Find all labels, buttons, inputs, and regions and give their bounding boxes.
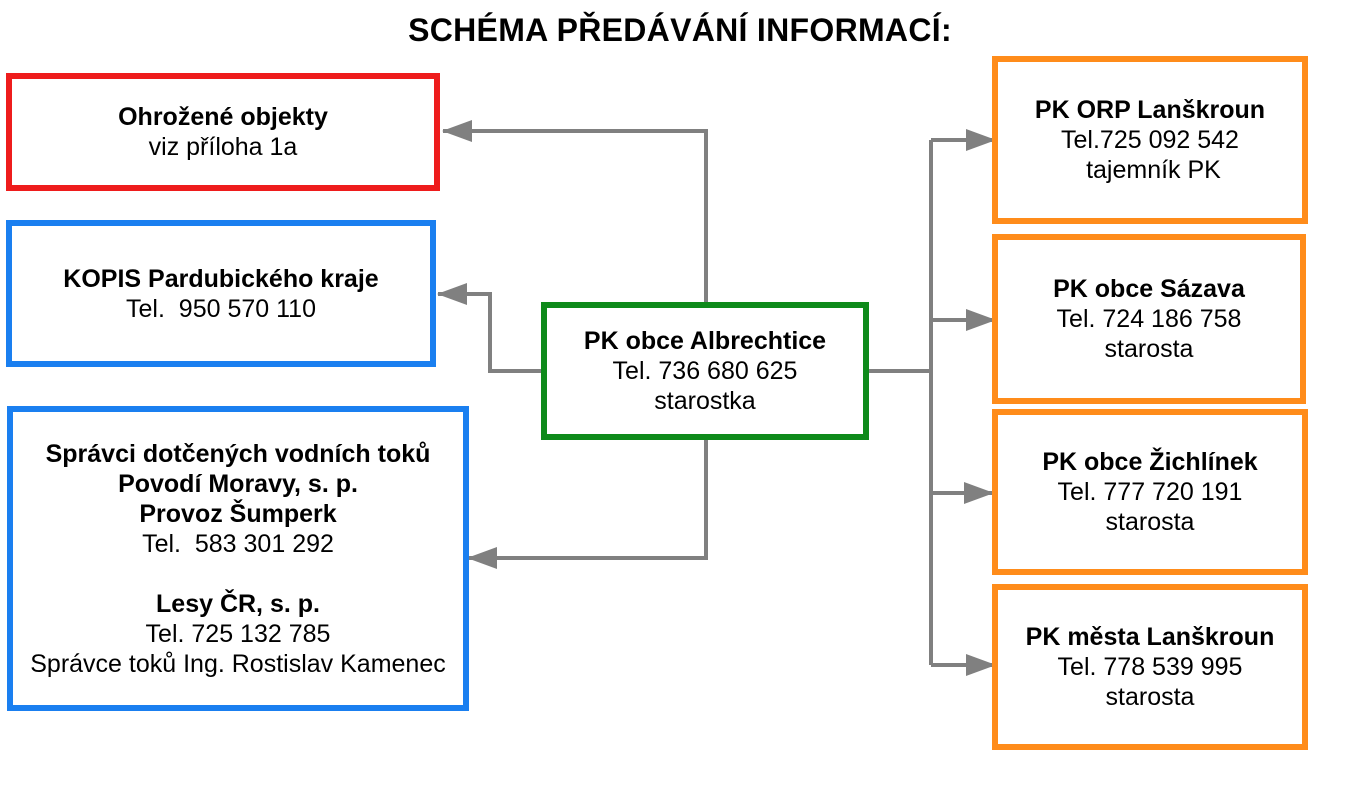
right-1-role: starosta [1104, 335, 1194, 363]
right-3-tel: Tel. 778 539 995 [1057, 653, 1243, 681]
center-tel: Tel. 736 680 625 [612, 357, 798, 385]
box-pk-obce-sazava: PK obce Sázava Tel. 724 186 758 starosta [992, 234, 1306, 404]
right-2-role: starosta [1105, 508, 1195, 536]
spravci-unit1: Provoz Šumperk [139, 499, 337, 528]
connector-to-ohrozene [442, 120, 708, 303]
center-name: PK obce Albrechtice [583, 327, 827, 355]
spravci-heading: Správci dotčených vodních toků [45, 439, 431, 468]
box-pk-mesta-lanskroun: PK města Lanškroun Tel. 778 539 995 star… [992, 584, 1308, 750]
right-3-name: PK města Lanškroun [1025, 623, 1275, 651]
spravci-contact2: Správce toků Ing. Rostislav Kamenec [30, 649, 446, 678]
connector-to-spravci [467, 438, 708, 569]
right-2-tel: Tel. 777 720 191 [1057, 478, 1243, 506]
spravci-tel1: Tel. 583 301 292 [142, 529, 334, 558]
right-1-tel: Tel. 724 186 758 [1056, 305, 1242, 333]
box-spravci-toku: Správci dotčených vodních toků Povodí Mo… [7, 406, 469, 711]
right-0-role: tajemník PK [1079, 156, 1221, 184]
center-role: starostka [654, 387, 756, 415]
box-pk-albrechtice: PK obce Albrechtice Tel. 736 680 625 sta… [541, 302, 869, 440]
spravci-org2: Lesy ČR, s. p. [156, 589, 320, 618]
right-0-tel: Tel.725 092 542 [1061, 126, 1239, 154]
ohrozene-name: Ohrožené objekty [118, 103, 328, 131]
box-kopis: KOPIS Pardubického kraje Tel. 950 570 11… [6, 220, 436, 367]
ohrozene-note: viz příloha 1a [148, 133, 298, 161]
spravci-tel2: Tel. 725 132 785 [145, 619, 331, 648]
right-0-name: PK ORP Lanškroun [1034, 96, 1266, 124]
box-ohrozene-objekty: Ohrožené objekty viz příloha 1a [6, 73, 440, 191]
kopis-tel: Tel. 950 570 110 [126, 294, 316, 323]
right-1-name: PK obce Sázava [1053, 275, 1245, 303]
box-pk-obce-zichlinek: PK obce Žichlínek Tel. 777 720 191 staro… [992, 409, 1308, 575]
spravci-org1: Povodí Moravy, s. p. [118, 469, 358, 498]
diagram-title: SCHÉMA PŘEDÁVÁNÍ INFORMACÍ: [408, 12, 952, 48]
right-2-name: PK obce Žichlínek [1042, 448, 1258, 476]
right-3-role: starosta [1105, 683, 1195, 711]
kopis-name: KOPIS Pardubického kraje [63, 264, 379, 293]
connector-to-kopis [437, 283, 543, 373]
box-pk-orp-lanskroun: PK ORP Lanškroun Tel.725 092 542 tajemní… [992, 56, 1308, 224]
